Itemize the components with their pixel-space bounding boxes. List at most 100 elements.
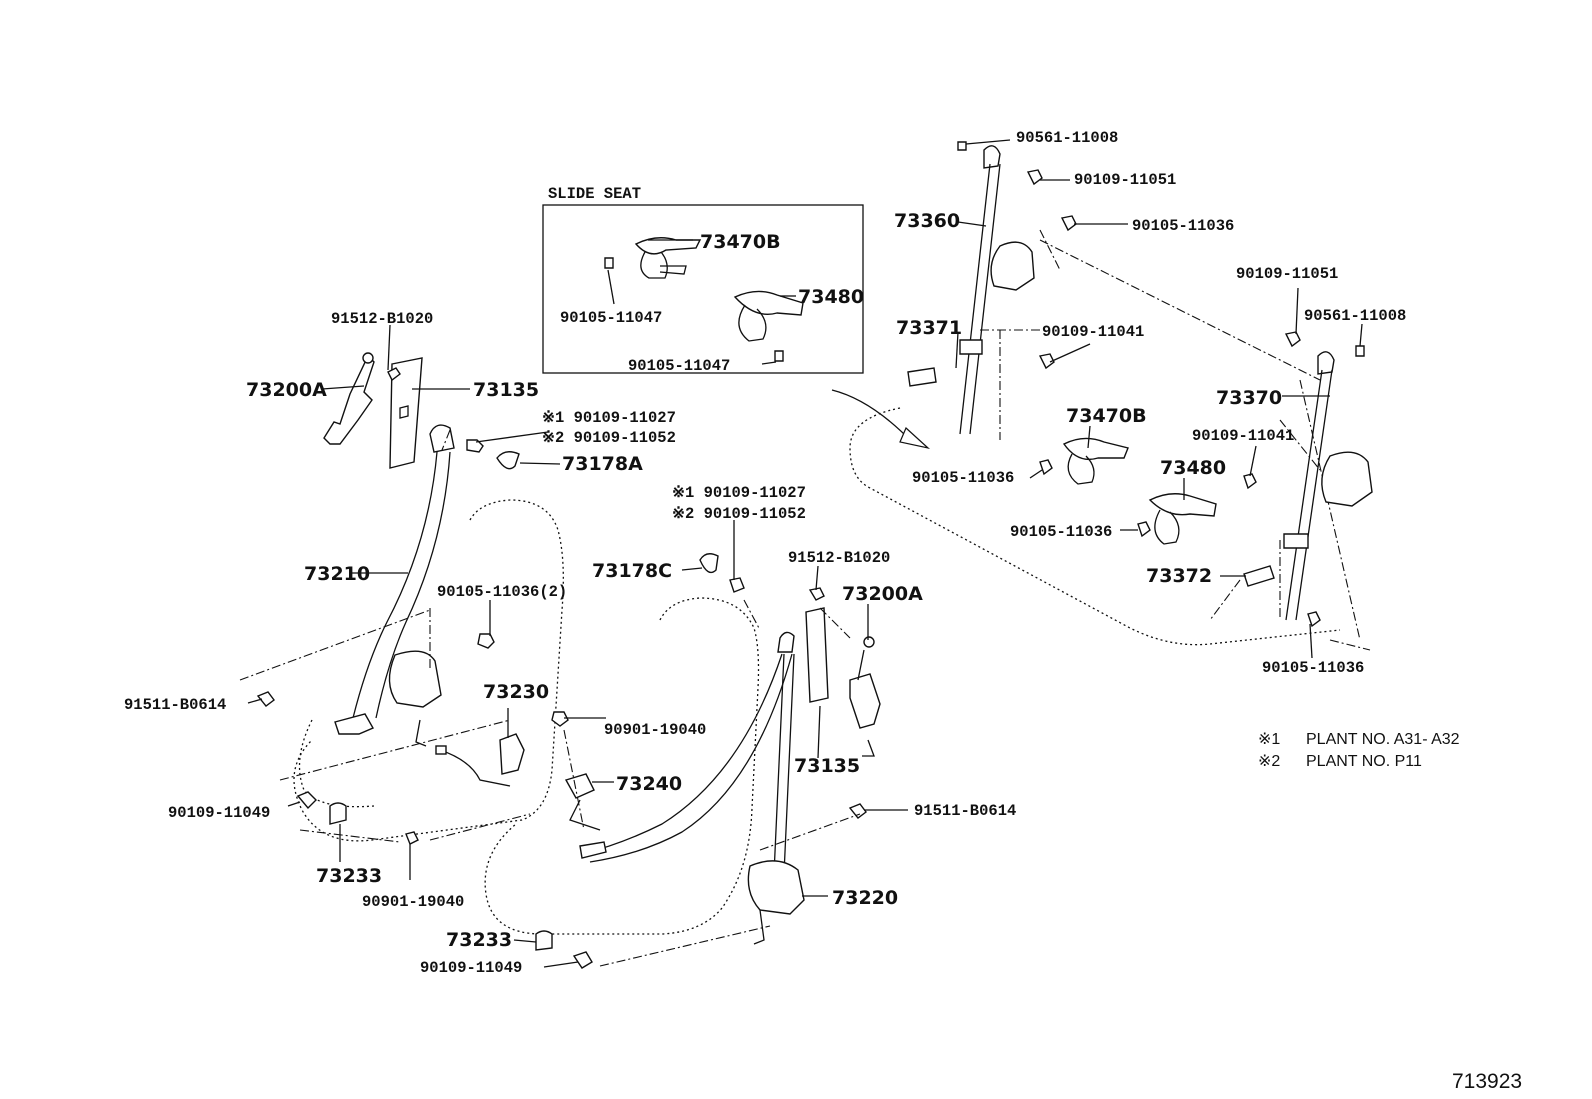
retractor-73360-icon	[990, 241, 1035, 291]
note-1-text: PLANT NO. A31- A32	[1306, 731, 1460, 748]
label-73360: 73360	[894, 210, 960, 232]
retractor-73210-icon	[388, 650, 442, 708]
anchor-73200A-icon	[323, 354, 375, 445]
label-90109-11051-right: 90109-11051	[1236, 265, 1338, 283]
part-labels: 91512-B1020 73200A 73135 ※1 90109-11027 …	[124, 129, 1406, 977]
note-1-mark: ※1	[1258, 731, 1280, 748]
right-seat-outline	[484, 597, 760, 935]
right-front-seat-assembly	[484, 553, 881, 969]
note-2-mark: ※2	[1258, 753, 1280, 770]
bolt-icon	[256, 691, 275, 707]
bolt-icon	[1039, 459, 1053, 476]
buckle-part-icon	[634, 237, 702, 255]
label-73178C: 73178C	[592, 560, 672, 582]
shoulder-anchor-icon	[1317, 351, 1335, 375]
lap-anchor-icon	[334, 713, 374, 735]
slide-label-90105-11047-a: 90105-11047	[560, 309, 662, 327]
retractor-73220-icon	[747, 860, 805, 915]
label-73210: 73210	[304, 563, 370, 585]
plant-notes: ※1 PLANT NO. A31- A32 ※2 PLANT NO. P11	[1258, 731, 1460, 770]
slide-label-73480: 73480	[798, 286, 864, 308]
bolt-icon	[1243, 473, 1257, 490]
label-73233-bottom: 73233	[446, 929, 512, 951]
slide-seat-frame	[542, 204, 864, 374]
cap-73233-icon	[535, 930, 553, 951]
label-91511-B0614-mid: 91511-B0614	[914, 802, 1016, 820]
label-73233-left: 73233	[316, 865, 382, 887]
belt-73220	[581, 653, 783, 855]
label-73371: 73371	[896, 317, 962, 339]
label-73370: 73370	[1216, 387, 1282, 409]
label-90105-11036-c: 90105-11036	[1262, 659, 1364, 677]
anchor-73200A-icon	[849, 673, 881, 729]
pillar-garnish-73135-icon	[389, 357, 423, 469]
arrow-line	[831, 389, 915, 445]
label-90109-11049-left: 90109-11049	[168, 804, 270, 822]
guide-73371-icon	[907, 367, 937, 387]
buckle-73230-icon	[499, 733, 525, 775]
bolt-icon	[1355, 345, 1365, 357]
bolt-icon	[405, 831, 419, 845]
label-90901-19040-right: 90901-19040	[604, 721, 706, 739]
label-73220: 73220	[832, 887, 898, 909]
belt-73370	[1285, 369, 1333, 621]
buckle-bracket-icon	[738, 304, 767, 342]
label-73135-left: 73135	[473, 379, 539, 401]
label-90105-11036-2: 90105-11036(2)	[437, 583, 567, 601]
slide-seat-title: SLIDE SEAT	[548, 185, 641, 203]
label-90109-11041-b: 90109-11041	[1192, 427, 1294, 445]
slide-label-73470B: 73470B	[700, 231, 781, 253]
label-73372: 73372	[1146, 565, 1212, 587]
bolt-icon	[1307, 611, 1321, 628]
bolt-icon	[1060, 215, 1077, 232]
belt-73210	[352, 451, 438, 719]
bolt-icon	[848, 803, 867, 819]
label-91512-B1020-left: 91512-B1020	[331, 310, 433, 328]
label-73480-right: 73480	[1160, 457, 1226, 479]
shoulder-anchor-icon	[983, 145, 1001, 169]
label-73230: 73230	[483, 681, 549, 703]
bolt-icon	[957, 141, 967, 151]
bolt-icon	[1026, 169, 1043, 186]
buckle-73470B-icon	[1062, 437, 1129, 461]
arrow-head-icon	[899, 426, 931, 450]
bolt-icon	[729, 577, 745, 593]
label-90105-11036-a: 90105-11036	[912, 469, 1014, 487]
leader-lines	[247, 139, 1363, 968]
label-90105-11036-top: 90105-11036	[1132, 217, 1234, 235]
retractor-73370-icon	[1321, 451, 1373, 507]
slide-seat-inset: SLIDE SEAT 73470B 73480 90105-11047 9010…	[542, 185, 864, 375]
label-note1-mid: ※1 90109-11027	[672, 484, 806, 502]
note-2-text: PLANT NO. P11	[1306, 753, 1422, 770]
buckle-73240-icon	[564, 773, 595, 799]
bolt-icon	[551, 711, 569, 727]
bolt-icon	[1137, 521, 1151, 538]
bolt-icon	[1284, 331, 1301, 348]
buckle-bracket-icon	[640, 251, 687, 279]
bolt-icon	[572, 951, 593, 969]
lap-plate-icon	[579, 841, 607, 859]
cover-73178A-icon	[496, 451, 520, 470]
slide-label-90105-11047-b: 90105-11047	[628, 357, 730, 375]
label-73135-mid: 73135	[794, 755, 860, 777]
cap-73233-icon	[329, 802, 347, 825]
label-90109-11041-a: 90109-11041	[1042, 323, 1144, 341]
label-73200A-left: 73200A	[246, 379, 327, 401]
pillar-garnish-73135-icon	[805, 607, 829, 703]
buckle-part-icon	[733, 290, 804, 316]
label-90109-11051-top: 90109-11051	[1074, 171, 1176, 189]
buckle-73480-icon	[1148, 493, 1217, 517]
bolt-icon	[808, 587, 825, 601]
label-note2-top: ※2 90109-11052	[542, 429, 676, 447]
label-90109-11049-bottom: 90109-11049	[420, 959, 522, 977]
bolt-icon	[774, 350, 784, 362]
label-73200A-mid: 73200A	[842, 583, 923, 605]
left-seat-outline	[293, 499, 564, 842]
cover-73178C-icon	[699, 553, 719, 574]
bolt-icon	[477, 633, 495, 649]
label-91512-B1020-mid: 91512-B1020	[788, 549, 890, 567]
guide-73372-icon	[1243, 565, 1275, 587]
belt-73360	[959, 163, 1001, 435]
label-73470B-right: 73470B	[1066, 405, 1147, 427]
